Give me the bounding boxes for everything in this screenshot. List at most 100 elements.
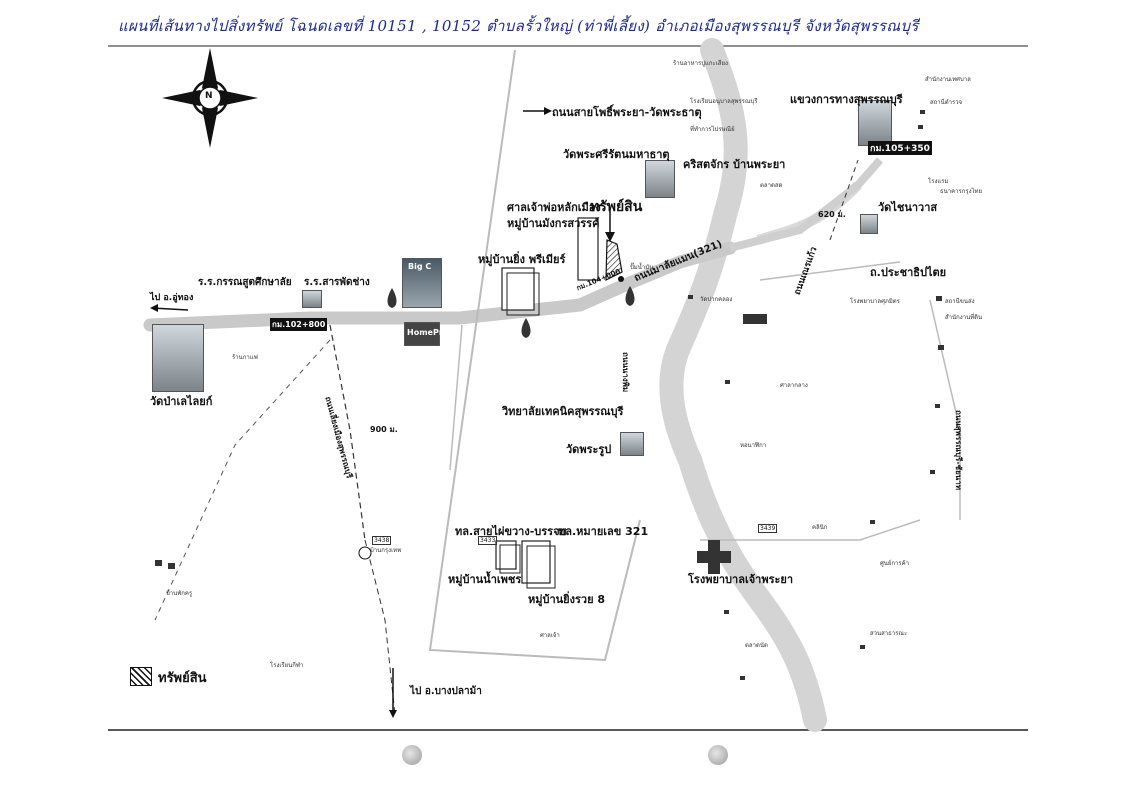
road-to-highway-office [729,157,884,252]
label-highway-office: แขวงการทางสุพรรณบุรี [790,93,903,106]
small-label-8: สถานีขนส่ง [945,298,975,305]
label-distance-900: 900 ม. [370,425,398,434]
small-label-1: สำนักงานเทศบาล [925,76,971,83]
legend-label: ทรัพย์สิน [158,671,207,686]
label-hospital: โรงพยาบาลเจ้าพระยา [688,573,794,586]
gas-drop-3 [625,286,635,306]
small-label-16: คลินิก [812,524,828,531]
small-label-22: สวนสาธารณะ [870,630,908,637]
small-label-12: สำนักงานที่ดิน [945,314,983,321]
arrow-to-uthong-head [150,304,158,312]
gas-drop-1 [387,288,397,308]
small-label-3: ที่ทำการไปรษณีย์ [690,126,735,133]
compass-rose [162,48,258,148]
small-label-6: โรงแรม [928,178,949,185]
label-village-nam-phet: หมู่บ้านน้ำเพชร [448,573,522,586]
small-label-7: ธนาคารกรุงไทย [940,188,983,195]
wat-chai-nawat-image [860,214,878,234]
small-label-20: โรงเรียนกีฬา [270,662,304,669]
village-mangkorn-bldg [577,217,599,281]
route-marker-3 [358,546,372,560]
label-shrine: ศาลเจ้าพ่อหลักเมือง [507,201,601,214]
arrow-bangplama-head [389,710,397,718]
small-label-10: วัดปากคลอง [700,296,733,303]
wat-pa-lelai-image [152,324,204,392]
small-label-19: หอนาฬิกา [740,442,767,449]
small-label-0: ร้านอาหารปูแกะเสียง [673,60,728,67]
small-label-9: ปั๊มน้ำมัน [630,264,654,271]
label-prachathipatai: ถ.ประชาธิปไตย [870,266,947,279]
binder-hole-right [708,745,728,765]
road-vertical-1 [449,324,463,471]
small-label-18: บ้านพักครู [166,590,193,597]
label-north-road: ถนนสายโพธิ์พระยา-วัดพระธาตุ [552,106,702,119]
label-rama-road: ถนนนางพิม [621,352,630,393]
label-hwy-3439: 3439 [758,524,778,533]
village-ying-ruay-bldg-2 [526,545,556,589]
label-hwy-3438: 3438 [372,536,392,545]
label-wat-phra-rup: วัดพระรูป [566,443,612,456]
small-label-14: ร้านกาแฟ [232,354,258,361]
label-property: ทรัพย์สิน [590,199,643,215]
wat-phra-rup-image [620,432,644,456]
label-wat-chai-nawat: วัดไชนาวาส [878,201,938,214]
village-ying-ruay-bldg [521,540,551,584]
big-c-image [402,258,442,308]
hospital-cross [697,540,731,574]
small-label-5: ตลาดสด [760,182,783,189]
label-church: คริสตจักร บ้านพระยา [683,158,786,171]
label-hwy-321: ทล.หมายเลข 321 [558,525,649,538]
label-km-105: กม.105+350 [868,141,932,155]
label-village-ying-premier: หมู่บ้านยิ่ง พรีเมียร์ [478,253,566,266]
home-pro-logo-text: HomePro [407,328,449,337]
river [659,38,827,732]
gas-drop-2 [521,318,531,338]
highway-office-image [858,100,892,146]
wat-phra-si-image [645,160,675,198]
binder-hole-left [402,745,422,765]
label-village-mangkorn: หมู่บ้านมังกรสวรรค์ [507,217,600,230]
ring-road [428,49,641,662]
village-ying-premier-bldg-2 [506,272,540,316]
dashed-route-west [154,339,331,621]
label-wat-pa-lelai: วัดป่าเลไลยก์ [150,395,213,408]
label-tech-college: วิทยาลัยเทคนิคสุพรรณบุรี [502,405,624,418]
label-km-102: กม.102+800 [270,318,328,331]
label-hwy-bangpla: ทล.สายไผ่ขวาง-บรรจบ [455,525,567,538]
dashed-route-bangplama [364,539,396,716]
property-pointer-head [605,232,615,242]
label-distance-620: 620 ม. [818,210,846,219]
dashed-route-900m [329,324,366,541]
small-label-13: ศาลากลาง [780,382,808,389]
small-label-15: บ้านกรุงเทพ [370,547,402,554]
compass-north-label: N [205,91,213,101]
label-wat-phra-si: วัดพระศรีรัตนมหาธาตุ [563,148,670,161]
village-nam-phet-bldg [495,540,517,570]
small-label-23: ศาลเจ้า [540,632,560,639]
big-c-logo-text: Big C [408,262,432,271]
school-image [302,290,322,308]
small-label-4: สถานีตำรวจ [930,99,963,106]
small-label-21: ตลาดนัด [745,642,768,649]
road-south-east [700,519,921,541]
small-label-17: ศูนย์การค้า [880,560,910,567]
label-village-ying-ruay: หมู่บ้านยิ่งรวย 8 [528,593,606,606]
small-label-11: โรงพยาบาลศุภมิตร [850,298,900,305]
property-parcel [605,239,623,281]
home-pro-image [404,322,440,346]
label-school-sarapat: ร.ร.สารพัดช่าง [304,277,370,288]
label-school-kannasut: ร.ร.กรรณสูตศึกษาลัย [198,277,292,288]
small-label-2: โรงเรียนอนุบาลสุพรรณบุรี [690,98,758,105]
road-east-vertical [929,299,961,520]
road-prachathipatai [759,261,901,281]
label-to-uthong: ไป อ.อู่ทอง [150,293,194,303]
label-hwy-3433: 3433 [478,536,498,545]
legend-hatch-swatch [130,667,152,686]
label-chainat-road: ถนนสุพรรณบุรี-ชัยนาท [954,410,963,490]
property-dot [618,276,624,282]
label-to-bangplama: ไป อ.บางปลาม้า [410,686,482,697]
map-symbols [155,110,944,680]
map-title: แผนที่เส้นทางไปสิ่งทรัพย์ โฉนดเลขที่ 101… [118,17,919,35]
village-nam-phet-bldg-2 [499,544,521,574]
